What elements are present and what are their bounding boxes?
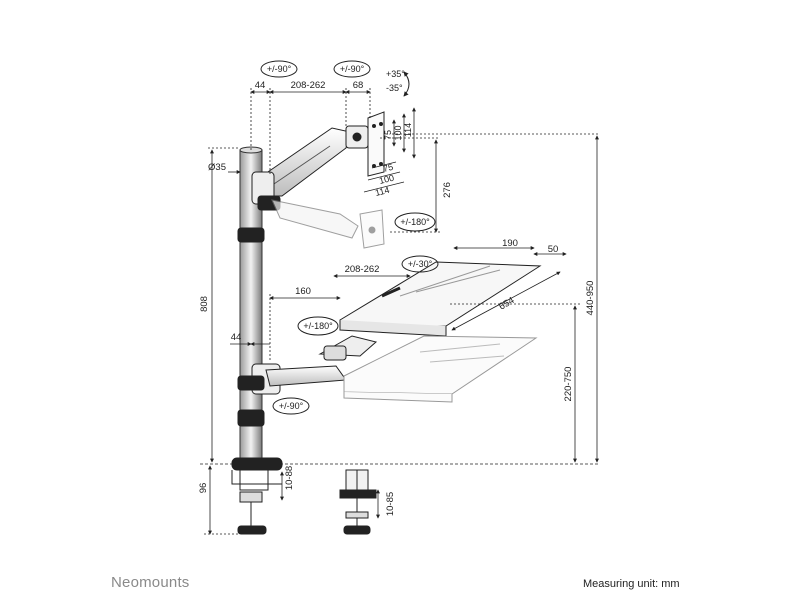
label-lower-swivel: +/-180°: [303, 321, 333, 331]
label-vesa-114-w: 114: [374, 185, 390, 198]
rotation-arrow-base: [272, 397, 310, 415]
keyboard-tray-alternate: [343, 335, 538, 403]
label-tray-extra: 50: [548, 244, 559, 255]
measuring-unit-label: Measuring unit: mm: [583, 578, 680, 590]
label-vesa-75-h: 75: [383, 130, 393, 140]
dimension-lines: [200, 88, 600, 535]
grommet-mount: [339, 469, 377, 535]
label-rotate-top-right: +/-90°: [340, 64, 365, 74]
label-arm-reach: 208-262: [291, 80, 326, 91]
label-base-height: 96: [198, 483, 209, 494]
tilt-arrow: [403, 71, 410, 97]
label-keyboard-reach: 208-262: [345, 264, 380, 275]
label-rotate-top-left: +/-90°: [267, 64, 292, 74]
rotation-arrow-top-left: [260, 60, 298, 78]
brand-logo: Neomounts: [111, 574, 190, 591]
label-tray-height: 220-750: [563, 367, 574, 402]
label-top-offset: 44: [255, 80, 266, 91]
upper-arm-alternate: [271, 199, 385, 249]
desk-clamp: [231, 457, 283, 535]
label-vesa-100-h: 100: [393, 125, 403, 140]
label-tray-width: 654: [497, 295, 516, 312]
label-keyboard-tilt: +/-30°: [408, 259, 433, 269]
label-tilt-up: +35°: [386, 69, 405, 79]
label-base-rotate: +/-90°: [279, 401, 304, 411]
label-tilt-down: -35°: [386, 83, 403, 93]
label-swivel-mid: +/-180°: [400, 217, 430, 227]
rotation-arrow-top-right: [333, 60, 371, 78]
label-total-height: 440-950: [585, 281, 596, 316]
label-tray-depth: 190: [502, 238, 518, 249]
rotation-indicators: [260, 60, 439, 415]
label-grommet-range: 10-85: [385, 492, 396, 516]
label-vesa-114-h: 114: [403, 123, 413, 137]
dimension-labels: +/-90° +/-90° +35° -35° +/-180° +/-30° +…: [198, 64, 596, 516]
rotation-arrow-lower: [297, 316, 339, 336]
label-arm-height: 276: [442, 182, 453, 198]
label-vesa-75-w: 75: [382, 162, 394, 174]
label-clamp-range: 10-88: [284, 466, 295, 490]
upper-arm: [251, 111, 385, 211]
label-plate-offset: 68: [353, 80, 364, 91]
lower-arm: [237, 335, 378, 395]
label-lower-offset: 44: [231, 332, 242, 343]
label-inner-reach: 160: [295, 286, 311, 297]
label-pole-diameter: Ø35: [208, 162, 226, 173]
rotation-arrow-keyboard: [401, 255, 439, 273]
rotation-arrow-swivel: [394, 212, 436, 232]
label-pole-height: 808: [199, 296, 210, 312]
label-vesa-100-w: 100: [378, 173, 395, 186]
